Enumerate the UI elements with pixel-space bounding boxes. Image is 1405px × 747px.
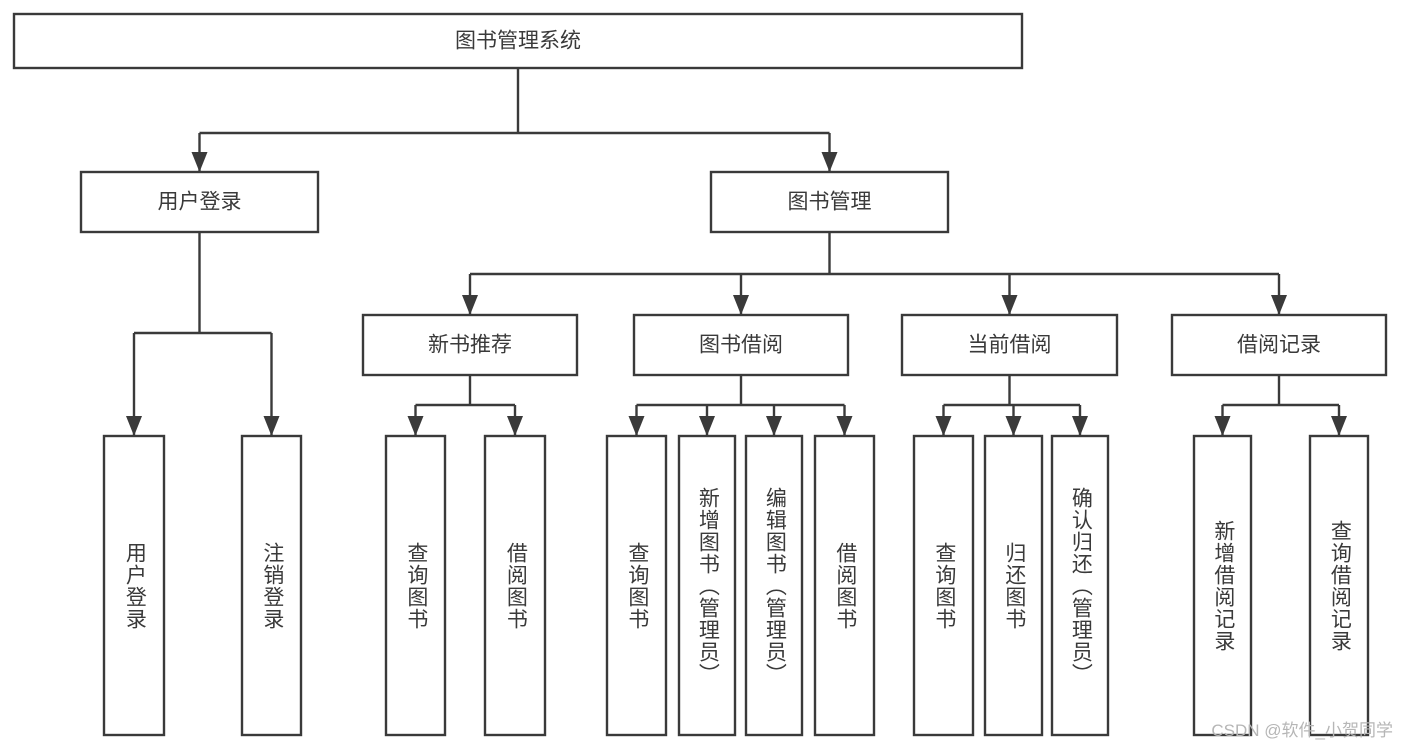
arrow-head [628,416,645,436]
node-box-leaf-user-login[interactable] [102,434,166,737]
arrow-head [935,416,952,436]
node-label-current-borrow: 当前借阅 [968,334,1052,357]
node-box-leaf-confirm-return-admin[interactable] [1050,434,1110,737]
arrow-head [821,152,838,172]
arrow-head [462,295,478,315]
node-box-leaf-query-book-recommend[interactable] [384,434,447,737]
arrow-head [1214,416,1231,436]
edge-group-new-book-recommend [407,375,523,436]
node-box-new-book-recommend[interactable] [361,313,579,377]
node-box-leaf-add-borrow-record[interactable] [1192,434,1253,737]
node-label-new-book-recommend: 新书推荐 [428,334,512,357]
edge-group-user-login [126,232,280,436]
node-box-layer [12,12,1388,737]
node-box-leaf-query-book-borrow[interactable] [605,434,668,737]
node-label-book-borrow: 图书借阅 [699,334,783,357]
node-box-book-management[interactable] [709,170,950,234]
node-box-leaf-query-borrow-record[interactable] [1308,434,1370,737]
arrow-head [191,152,208,172]
node-box-leaf-edit-book-admin[interactable] [744,434,804,737]
node-box-borrow-record[interactable] [1170,313,1388,377]
edge-group-book-borrow [628,375,853,436]
node-label-root: 图书管理系统 [455,30,581,53]
node-label-book-management: 图书管理 [788,191,872,214]
arrow-head [836,416,853,436]
arrow-head [699,416,715,436]
edge-layer [126,68,1347,436]
arrow-head [733,295,749,315]
arrow-head [1271,295,1287,315]
arrow-head [1001,295,1018,315]
arrow-head [407,416,424,436]
arrow-head [263,416,280,436]
arrow-head [1072,416,1088,436]
node-box-current-borrow[interactable] [900,313,1119,377]
edge-group-current-borrow [935,375,1088,436]
arrow-head [1005,416,1022,436]
node-box-leaf-return-book[interactable] [983,434,1044,737]
node-label-user-login: 用户登录 [158,191,242,214]
edge-group-root [191,68,838,172]
arrow-head [766,416,782,436]
node-box-leaf-add-book-admin[interactable] [677,434,737,737]
node-label-borrow-record: 借阅记录 [1237,334,1321,357]
node-box-leaf-borrow-book-recommend[interactable] [483,434,547,737]
node-box-user-login[interactable] [79,170,320,234]
edge-group-book-management [462,232,1287,315]
arrow-head [126,416,142,436]
watermark: CSDN @软件_小贺同学 [1211,721,1393,740]
node-box-leaf-query-book-current[interactable] [912,434,975,737]
node-box-root[interactable] [12,12,1024,70]
arrow-head [1331,416,1347,436]
arrow-head [507,416,523,436]
node-box-leaf-borrow-book[interactable] [813,434,876,737]
node-box-book-borrow[interactable] [632,313,850,377]
node-box-leaf-logout[interactable] [240,434,303,737]
edge-group-borrow-record [1214,375,1347,436]
